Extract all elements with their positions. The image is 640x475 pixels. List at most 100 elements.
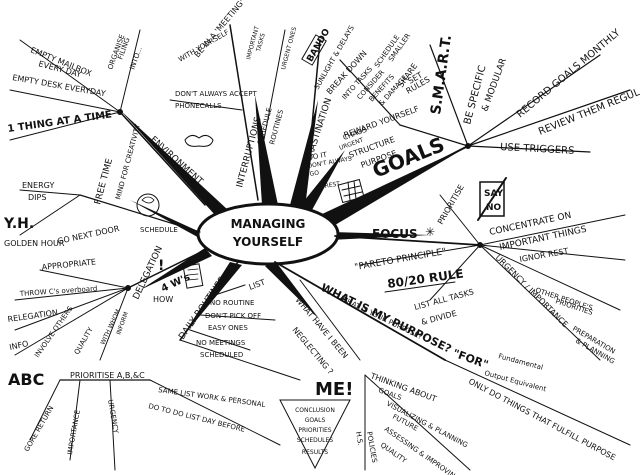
- branch-priorities: PRIORITISE A,B,&C ABC GORE RETURN IMPORT…: [8, 370, 151, 471]
- focus-star-icon: ✳: [425, 225, 435, 239]
- focus-rule-underline: [384, 281, 456, 293]
- priorities-line-gore: [29, 379, 61, 441]
- interruptions-tasks: TASKS: [255, 32, 267, 53]
- delegation-exclaim: !: [158, 258, 164, 274]
- interruptions-with-yourself: WITH YOURSELF: [177, 28, 230, 63]
- delegation-relegation: RELEGATION: [7, 308, 58, 324]
- priorities-line-importance: [69, 379, 81, 461]
- hub-spike-routines: [180, 262, 242, 340]
- focus-pareto: "PARETO PRINCIPLE": [354, 247, 447, 273]
- hub-title-line2: YOURSELF: [232, 235, 303, 249]
- focus-no: NO: [486, 203, 502, 213]
- goals-triggers: USE TRIGGERS: [500, 142, 575, 157]
- routines-line-list: [214, 284, 246, 296]
- focus-line-concentrate: [479, 214, 626, 246]
- priorities-gore: GORE RETURN: [23, 405, 56, 453]
- goals-sketch-grid: [341, 180, 363, 201]
- focus-line-pareto: [359, 244, 481, 266]
- me-conclusion: CONCLUSION: [295, 407, 335, 414]
- environment-line-organise: [119, 29, 141, 113]
- hub-spike-purpose: [265, 262, 320, 320]
- procrastination-rest: REST: [324, 180, 341, 190]
- hub-spike-interruptions: [255, 95, 278, 205]
- hub-spike-top: [300, 150, 345, 210]
- goals-line-triggers: [467, 145, 591, 153]
- routines-line: [179, 261, 239, 341]
- branch-delegation: DELEGATION ! 4 W's HOW APPROPRIATE THROW…: [7, 245, 206, 361]
- priorities-importance: IMPORTANCE: [66, 409, 82, 455]
- routines-no-routine: NO ROUTINE: [210, 299, 254, 307]
- me-goals: GOALS: [305, 417, 326, 424]
- purpose-what-have: WHAT HAVE I BEEN: [293, 296, 349, 361]
- routines-line-todo: [149, 379, 281, 446]
- hub-spike-freetime: [130, 200, 203, 240]
- goals-main-line: [379, 144, 471, 196]
- purpose-line-neglect: [299, 279, 361, 361]
- priorities-line-urgency: [109, 379, 116, 471]
- environment-line-mailbox: [19, 39, 121, 113]
- hub-spike-procrastination: [290, 100, 318, 208]
- focus-line-other: [479, 244, 621, 311]
- delegation-quality: QUALITY: [73, 325, 95, 356]
- priorities-urgency: URGENCY: [106, 399, 120, 435]
- environment-line: [119, 111, 206, 206]
- freetime-line-energy: [19, 189, 81, 196]
- me-title: ME!: [315, 379, 353, 400]
- goals-modular: & MODULAR: [480, 57, 509, 113]
- me-results: RESULTS: [302, 449, 328, 456]
- purpose-for: "FOR": [451, 347, 490, 372]
- focus-line: [334, 235, 481, 246]
- goals-sketch-icon: [337, 178, 365, 204]
- hub-spike-delegation: [140, 248, 212, 290]
- procrastination-go: GO: [309, 169, 320, 178]
- delegation-line-info: [14, 287, 129, 356]
- routines-line-nomeetings: [189, 329, 251, 351]
- procrastination-bando-box: [301, 34, 327, 66]
- freetime-yh: Y.H.: [3, 216, 34, 232]
- freetime-title: FREE TIME: [93, 157, 115, 206]
- interruptions-dont-accept: DON'T ALWAYS ACCEPT: [175, 90, 257, 98]
- goals-line-breakdown: [339, 59, 401, 126]
- hub-ellipse: [196, 202, 340, 266]
- branch-procrastination: PROCRASTINATION BANDO SUNLIGHT & DELAYS …: [298, 24, 368, 201]
- environment-into: INTO...: [128, 46, 144, 71]
- hub-spike-environment: [120, 110, 228, 215]
- routines-list-icon: [182, 263, 204, 289]
- delegation-throw: THROW C's overboard: [19, 285, 98, 298]
- me-line-thinking: [364, 374, 471, 471]
- routines-line-dontpick: [199, 314, 276, 321]
- me-schedules: SCHEDULES: [297, 437, 333, 444]
- interruptions-doodle-icon: [184, 134, 214, 147]
- focus-line-urgency: [479, 244, 601, 361]
- delegation-how: HOW: [153, 295, 173, 304]
- freetime-line: [79, 194, 201, 233]
- delegation-line-appropriate: [39, 269, 129, 289]
- environment-empty-desk: EMPTY DESK EVERYDAY: [12, 73, 107, 98]
- delegation-line-throw: [14, 287, 129, 301]
- procrastination-line: [304, 39, 321, 201]
- routines-dont-pick: DON'T PICK OFF: [205, 312, 261, 320]
- focus-say-no-box: [479, 181, 505, 217]
- freetime-head-icon: [136, 193, 160, 217]
- focus-rule: 80/20 RULE: [386, 266, 464, 291]
- focus-say: SAY: [484, 189, 504, 199]
- branch-focus: FOCUS ✳ PRIORITISE SAY NO CONCENTRATE ON…: [334, 177, 626, 366]
- freetime-schedule: SCHEDULE: [140, 226, 178, 234]
- routines-do-todo: DO TO DO LIST DAY BEFORE: [148, 402, 246, 434]
- purpose-line-only: [444, 359, 631, 446]
- delegation-info: INFO: [9, 339, 30, 352]
- freetime-brain-icon: [141, 196, 155, 204]
- goals-line-smart: [429, 44, 469, 147]
- goals-line-record: [467, 54, 601, 147]
- routines-list-lines: [187, 268, 199, 281]
- interruptions-urgent: URGENT ONES: [280, 26, 298, 70]
- focus-line-ignore: [479, 244, 626, 261]
- delegation-line-quality: [99, 287, 129, 361]
- procrastination-do-it: DO IT: [307, 151, 328, 162]
- focus-urgency: URGENCY / IMPORTANCE: [494, 253, 570, 329]
- branch-me: ME! CONCLUSION GOALS PRIORITIES SCHEDULE…: [279, 371, 471, 475]
- goals-line-review: [467, 89, 631, 147]
- purpose-line: [274, 261, 446, 361]
